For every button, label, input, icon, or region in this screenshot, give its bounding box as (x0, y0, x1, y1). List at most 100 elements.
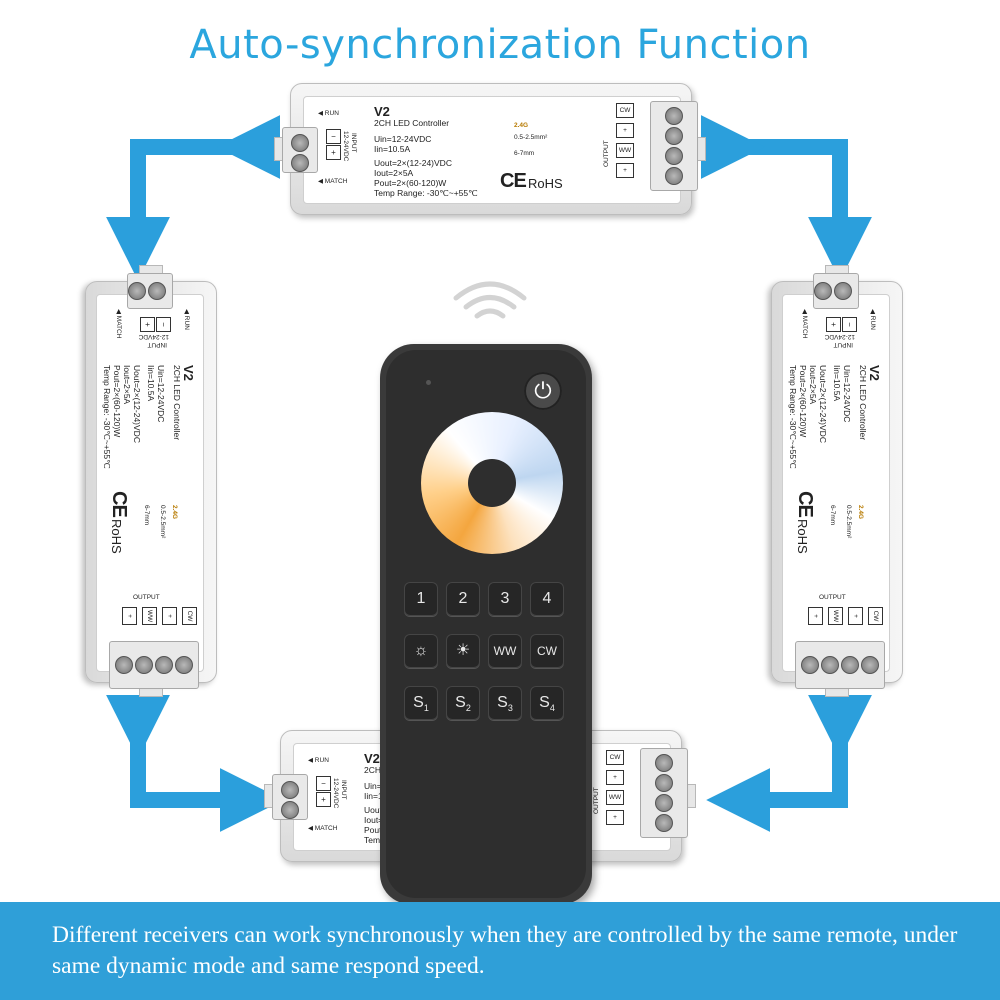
output-pin: + (848, 607, 863, 625)
remote-key[interactable]: ☼ (404, 634, 438, 668)
iout-spec: Iout=2×5A (808, 365, 818, 405)
pout-spec: Pout=2×(60-120)W (798, 365, 808, 438)
remote-key[interactable]: 2 (446, 582, 480, 616)
arrow-top-left (106, 115, 281, 281)
model-label: V2 (374, 104, 390, 119)
screw (281, 801, 299, 819)
output-terminal (640, 748, 688, 838)
ce-mark: CE (108, 491, 130, 517)
input-pin-plus: + (140, 317, 155, 332)
ce-mark: CE (794, 491, 816, 517)
screw (281, 781, 299, 799)
screw (834, 282, 852, 300)
output-pin: CW (616, 103, 634, 118)
temp-spec: Temp Range: -30℃~+55℃ (374, 188, 478, 198)
screw (655, 794, 673, 812)
wire-spec-1: 0.5-2.5mm² (514, 134, 548, 141)
input-label: INPUT (350, 133, 357, 153)
iin-spec: Iin=10.5A (832, 365, 842, 402)
iin-spec: Iin=10.5A (146, 365, 156, 402)
output-pin: + (122, 607, 137, 625)
remote-key[interactable]: S1 (404, 686, 438, 720)
input-label: INPUT (833, 341, 854, 348)
output-pin: + (606, 770, 624, 785)
sync-arrows (106, 115, 872, 832)
screw (291, 154, 309, 172)
uout-spec: Uout=2×(12-24)VDC (818, 365, 828, 443)
power-button[interactable]: ⏻ (524, 372, 562, 410)
screw (655, 814, 673, 832)
output-label: OUTPUT (603, 140, 610, 167)
screw (175, 656, 193, 674)
rohs-mark: RoHS (109, 519, 124, 554)
arrow-bottom-left (106, 694, 284, 832)
wire-spec-1: 0.5-2.5mm² (159, 505, 166, 539)
output-pin: WW (616, 143, 634, 158)
wireless-signal-icon (453, 281, 527, 319)
wheel-center (468, 459, 516, 507)
controller-name: 2CH LED Controller (374, 118, 450, 128)
wire-spec-2: 6-7mm (514, 150, 535, 157)
wifi-label: 2.4G (514, 122, 529, 129)
rohs-mark: RoHS (528, 176, 563, 191)
screw (655, 754, 673, 772)
model-label: V2 (181, 365, 196, 381)
input-pin-plus: + (326, 145, 341, 160)
remote-key[interactable]: 1 (404, 582, 438, 616)
screw (814, 282, 832, 300)
remote-key[interactable]: S2 (446, 686, 480, 720)
ce-mark: CE (500, 170, 527, 192)
model-label: V2 (364, 751, 380, 766)
output-label: OUTPUT (133, 594, 160, 601)
remote-key[interactable]: S4 (530, 686, 564, 720)
pout-spec: Pout=2×(60-120)W (112, 365, 122, 438)
remote-key[interactable]: S3 (488, 686, 522, 720)
controller-name: 2CH LED Controller (172, 365, 182, 441)
match-label: ◀ MATCH (115, 309, 122, 339)
output-pin: + (616, 163, 634, 178)
remote-key[interactable]: CW (530, 634, 564, 668)
uout-spec: Uout=2×(12-24)VDC (374, 158, 452, 168)
indicator-led (426, 380, 431, 385)
wifi-label: 2.4G (857, 505, 864, 520)
model-label: V2 (867, 365, 882, 381)
footer-text: Different receivers can work synchronous… (52, 922, 958, 979)
run-label: ◀ RUN (318, 110, 339, 117)
remote-key[interactable]: ☀ (446, 634, 480, 668)
match-label: ◀ MATCH (308, 825, 338, 832)
remote-key[interactable]: WW (488, 634, 522, 668)
input-voltage: 12-24VDC (824, 333, 855, 340)
page-title: Auto-synchronization Function (189, 22, 811, 68)
input-voltage: 12-24VDC (332, 778, 339, 809)
screw (665, 107, 683, 125)
run-label: ◀ RUN (308, 757, 329, 764)
screw (665, 127, 683, 145)
remote-key[interactable]: 4 (530, 582, 564, 616)
input-pin-minus: − (842, 317, 857, 332)
input-terminal (282, 127, 318, 173)
uout-spec: Uout=2×(12-24)VDC (132, 365, 142, 443)
screw (665, 147, 683, 165)
arrow-top-right (700, 115, 872, 281)
color-temperature-wheel[interactable] (421, 412, 563, 554)
output-terminal (795, 641, 885, 689)
input-terminal (127, 273, 173, 309)
screw (665, 167, 683, 185)
screw (155, 656, 173, 674)
controller-name: 2CH LED Controller (858, 365, 868, 441)
output-pin: CW (182, 607, 197, 625)
output-pin: + (616, 123, 634, 138)
input-pin-minus: − (156, 317, 171, 332)
output-pin: WW (606, 790, 624, 805)
remote-key[interactable]: 3 (488, 582, 522, 616)
screw (128, 282, 146, 300)
input-pin-plus: + (316, 792, 331, 807)
screw (801, 656, 819, 674)
